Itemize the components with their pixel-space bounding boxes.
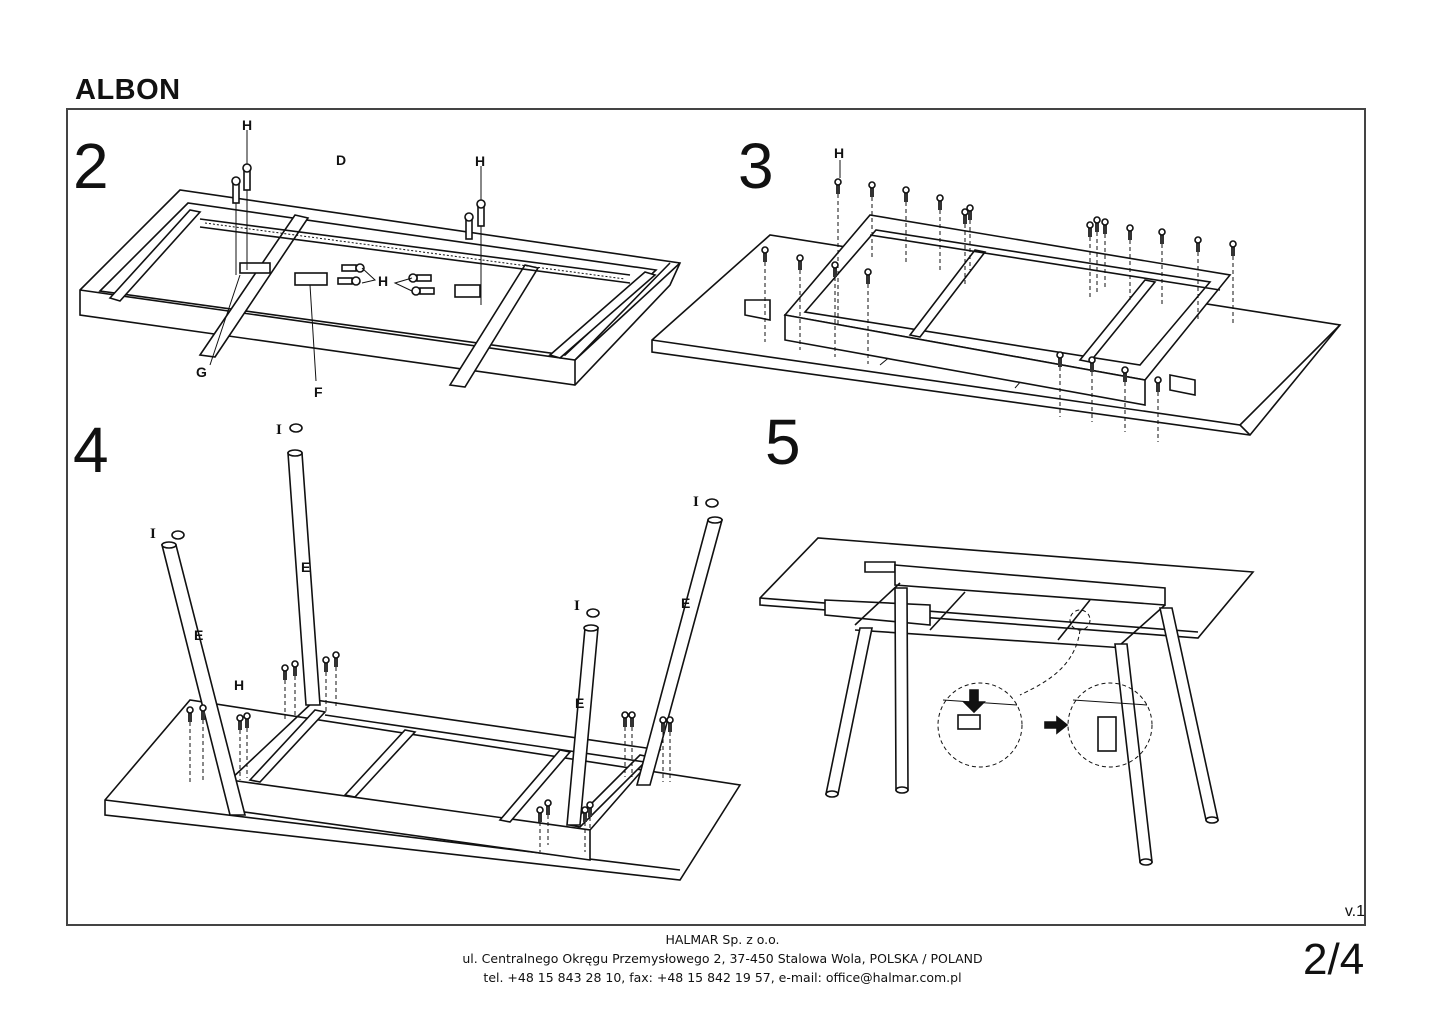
label-d-rail: D — [336, 152, 346, 168]
label-h-center: H — [378, 273, 388, 289]
label-h-screws: H — [234, 677, 244, 693]
label-e-leg-1: E — [194, 627, 203, 643]
step-number-3: 3 — [738, 130, 774, 202]
step-number-5: 5 — [765, 406, 801, 478]
label-i-cap-4: I — [693, 494, 699, 510]
label-i-cap-3: I — [574, 598, 580, 614]
version-label: v.1 — [1344, 903, 1365, 920]
label-f-bracket: F — [314, 384, 323, 400]
screw-group — [186, 651, 674, 852]
product-title: ALBON — [75, 74, 181, 106]
company-address: ul. Centralnego Okręgu Przemysłowego 2, … — [462, 951, 983, 966]
label-e-leg-4: E — [681, 595, 690, 611]
step-2-illustration: H D H H G F — [70, 115, 690, 405]
label-g-bracket: G — [196, 364, 207, 380]
company-contact: tel. +48 15 843 28 10, fax: +48 15 842 1… — [483, 970, 962, 985]
screw-group — [761, 178, 1237, 442]
label-h-right: H — [475, 153, 485, 169]
step-3-illustration: H — [650, 140, 1370, 442]
step-number-4: 4 — [73, 414, 109, 486]
step-4-illustration: I I I I E E E E H — [70, 410, 742, 881]
label-i-cap-1: I — [150, 526, 156, 542]
page-number: 2/4 — [1303, 935, 1365, 984]
label-e-leg-2: E — [301, 559, 310, 575]
step-number-2: 2 — [73, 130, 109, 202]
label-h-left: H — [242, 117, 252, 133]
label-h-screws: H — [834, 145, 844, 161]
company-name: HALMAR Sp. z o.o. — [665, 932, 780, 947]
step-5-illustration — [740, 400, 1370, 900]
label-e-leg-3: E — [575, 695, 584, 711]
label-i-cap-2: I — [276, 422, 282, 438]
company-footer: HALMAR Sp. z o.o. ul. Centralnego Okręgu… — [0, 930, 1445, 987]
instructions-frame — [66, 108, 1366, 926]
